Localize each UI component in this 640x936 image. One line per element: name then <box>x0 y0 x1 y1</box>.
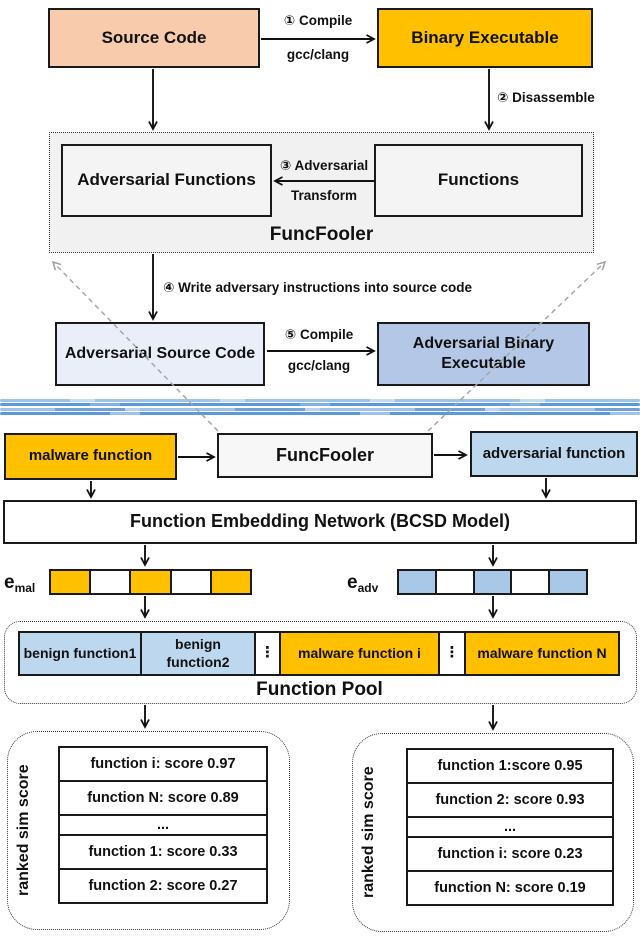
wave-line <box>0 412 640 416</box>
ranked-right-rows: function 1:score 0.95 function 2: score … <box>406 748 614 906</box>
funcfooler-container-title: FuncFooler <box>269 224 374 245</box>
embedding-cell <box>49 569 92 595</box>
source-code-box: Source Code <box>48 8 260 68</box>
e-adv-base: e <box>347 572 358 593</box>
adversarial-function-box: adversarial function <box>470 431 638 477</box>
embedding-cell <box>434 569 475 595</box>
pool-cell-ellipsis: ⋮ <box>438 631 466 676</box>
embedding-cell <box>89 569 132 595</box>
adversarial-functions-box: Adversarial Functions <box>61 144 272 217</box>
embedding-cell <box>129 569 172 595</box>
compile-step5-label: ⑤ Compile <box>284 327 354 342</box>
bcsd-model-box: Function Embedding Network (BCSD Model) <box>3 500 637 544</box>
adversarial-transform-label-bottom: Transform <box>290 188 358 203</box>
score-row-ellipsis: ... <box>58 814 268 836</box>
score-row: function 2: score 0.27 <box>58 868 268 904</box>
disassemble-step2-label: ② Disassemble <box>497 90 595 105</box>
score-row: function N: score 0.89 <box>58 780 268 816</box>
adversarial-transform-label-top: ③ Adversarial <box>279 158 369 173</box>
funcfooler-box: FuncFooler <box>217 433 433 478</box>
embedding-cell <box>397 569 437 595</box>
embedding-vector-adv <box>397 569 588 595</box>
pool-cell-ellipsis: ⋮ <box>254 631 281 676</box>
section-divider-wave <box>0 397 640 417</box>
pool-cell-malware-i: malware function i <box>279 631 440 676</box>
function-pool-container: benign function1 benign function2 ⋮ malw… <box>4 621 637 704</box>
embedding-cell <box>169 569 212 595</box>
embedding-cell <box>548 569 588 595</box>
compile-step5-compiler-label: gcc/clang <box>287 358 351 373</box>
functions-box: Functions <box>374 144 583 217</box>
ranked-scores-right-container: ranked sim score function 1:score 0.95 f… <box>352 733 634 932</box>
write-adversary-step4-label: ④ Write adversary instructions into sour… <box>163 280 473 295</box>
ranked-right-axis-label: ranked sim score <box>360 766 377 899</box>
ranked-left-axis-label: ranked sim score <box>15 764 32 897</box>
embedding-vector-mal <box>49 569 253 595</box>
compile-step1-compiler-label: gcc/clang <box>286 47 350 62</box>
score-row: function i: score 0.23 <box>406 836 614 872</box>
pool-cell-benign-1: benign function1 <box>18 631 142 676</box>
pool-cell-malware-n: malware function N <box>464 631 620 676</box>
ranked-scores-left-container: ranked sim score function i: score 0.97 … <box>7 731 290 930</box>
adversarial-source-code-box: Adversarial Source Code <box>55 322 265 386</box>
embedding-cell <box>209 569 253 595</box>
embedding-cell <box>472 569 513 595</box>
e-adv-subscript: adv <box>357 581 379 596</box>
wave-line <box>0 407 640 411</box>
score-row: function 2: score 0.93 <box>406 782 614 818</box>
e-mal-subscript: mal <box>14 581 36 596</box>
malware-function-box: malware function <box>4 433 177 480</box>
wave-line <box>0 398 640 402</box>
adversarial-binary-executable-box: Adversarial Binary Executable <box>377 322 590 386</box>
e-adv-label: eadv <box>347 572 378 595</box>
function-pool-row: benign function1 benign function2 ⋮ malw… <box>18 631 626 676</box>
score-row-ellipsis: ... <box>406 816 614 838</box>
score-row: function 1: score 0.33 <box>58 834 268 870</box>
ranked-left-rows: function i: score 0.97 function N: score… <box>58 746 268 904</box>
e-mal-base: e <box>4 572 15 593</box>
score-row: function 1:score 0.95 <box>406 748 614 784</box>
e-mal-label: emal <box>4 572 35 595</box>
score-row: function N: score 0.19 <box>406 870 614 906</box>
embedding-cell <box>510 569 551 595</box>
wave-line <box>0 403 640 407</box>
compile-step1-label: ① Compile <box>283 13 353 28</box>
function-pool-title: Function Pool <box>256 679 383 700</box>
score-row: function i: score 0.97 <box>58 746 268 782</box>
binary-executable-box: Binary Executable <box>377 8 593 68</box>
pool-cell-benign-2: benign function2 <box>140 631 256 676</box>
